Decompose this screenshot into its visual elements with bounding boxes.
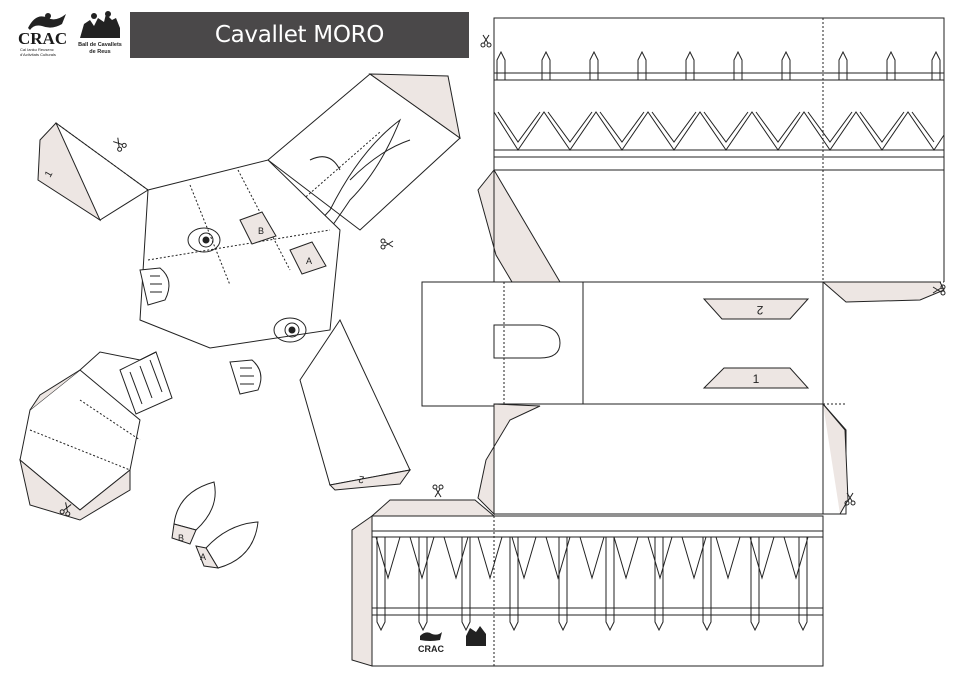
left-eye xyxy=(187,227,221,253)
right-tab-top xyxy=(821,281,945,303)
neck-slot xyxy=(493,324,561,359)
upper-left-flap xyxy=(477,169,561,283)
tab-b-top-label: B xyxy=(258,226,264,236)
face-block xyxy=(139,159,341,349)
lower-zigzag xyxy=(375,536,809,580)
upper-posts xyxy=(496,50,941,80)
ear-a-label: A xyxy=(200,552,206,562)
crac-figure-icon xyxy=(28,13,66,30)
nose-tab xyxy=(19,458,131,521)
ball-dancers-icon xyxy=(80,11,120,38)
left-tab-1 xyxy=(37,122,102,222)
svg-text:CRAC: CRAC xyxy=(418,644,444,654)
scissors-icon xyxy=(111,135,128,153)
bottom-tab-2 xyxy=(328,469,412,491)
body-piece xyxy=(351,17,945,667)
lower-left-side-tab xyxy=(351,515,373,667)
right-mouth xyxy=(229,359,262,395)
tab-a-top-shape xyxy=(289,241,327,275)
lower-posts xyxy=(376,537,808,632)
ear-a xyxy=(195,521,259,569)
crac-name: CRAC xyxy=(18,29,68,48)
mane-tab xyxy=(368,73,461,140)
scissors-icon xyxy=(432,484,444,498)
ear-b-label: B xyxy=(178,533,184,543)
upper-zigzag-inner xyxy=(497,111,935,143)
head-piece xyxy=(19,73,461,521)
ball-name-2: de Reus xyxy=(89,49,111,55)
crac-subtitle-1: Cal Ianku Reusenc xyxy=(20,47,54,52)
slot-2 xyxy=(702,298,810,320)
upper-zigzag xyxy=(493,111,945,151)
upper-band xyxy=(493,17,945,171)
ball-name-1: Ball de Cavallets xyxy=(78,42,122,48)
scissors-icon xyxy=(380,238,394,250)
ear-b xyxy=(171,481,216,545)
lower-top-tab xyxy=(370,499,496,517)
slot-2-label: 2 xyxy=(756,303,763,317)
right-eye xyxy=(273,317,307,343)
crac-subtitle-2: d'Activitats Culturals xyxy=(20,52,56,57)
tab-2-label: 2 xyxy=(357,473,365,485)
tab-1-label: 1 xyxy=(43,169,56,180)
tab-a-top-label: A xyxy=(306,256,312,266)
title-bar: Cavallet MORO xyxy=(130,12,469,58)
ball-logo: Ball de Cavallets de Reus xyxy=(74,10,126,62)
neck-window-panel xyxy=(421,281,584,407)
slot-1 xyxy=(702,367,810,389)
slot-1-label: 1 xyxy=(753,372,760,386)
lower-band-logos: CRAC xyxy=(418,626,486,654)
scissors-icon xyxy=(480,34,492,48)
right-side-flap xyxy=(822,403,849,515)
tab-b-top-shape xyxy=(239,211,277,245)
page-title: Cavallet MORO xyxy=(214,22,385,48)
left-mouth xyxy=(139,267,170,306)
crac-logo: CRAC Cal Ianku Reusenc d'Activitats Cult… xyxy=(14,10,70,62)
